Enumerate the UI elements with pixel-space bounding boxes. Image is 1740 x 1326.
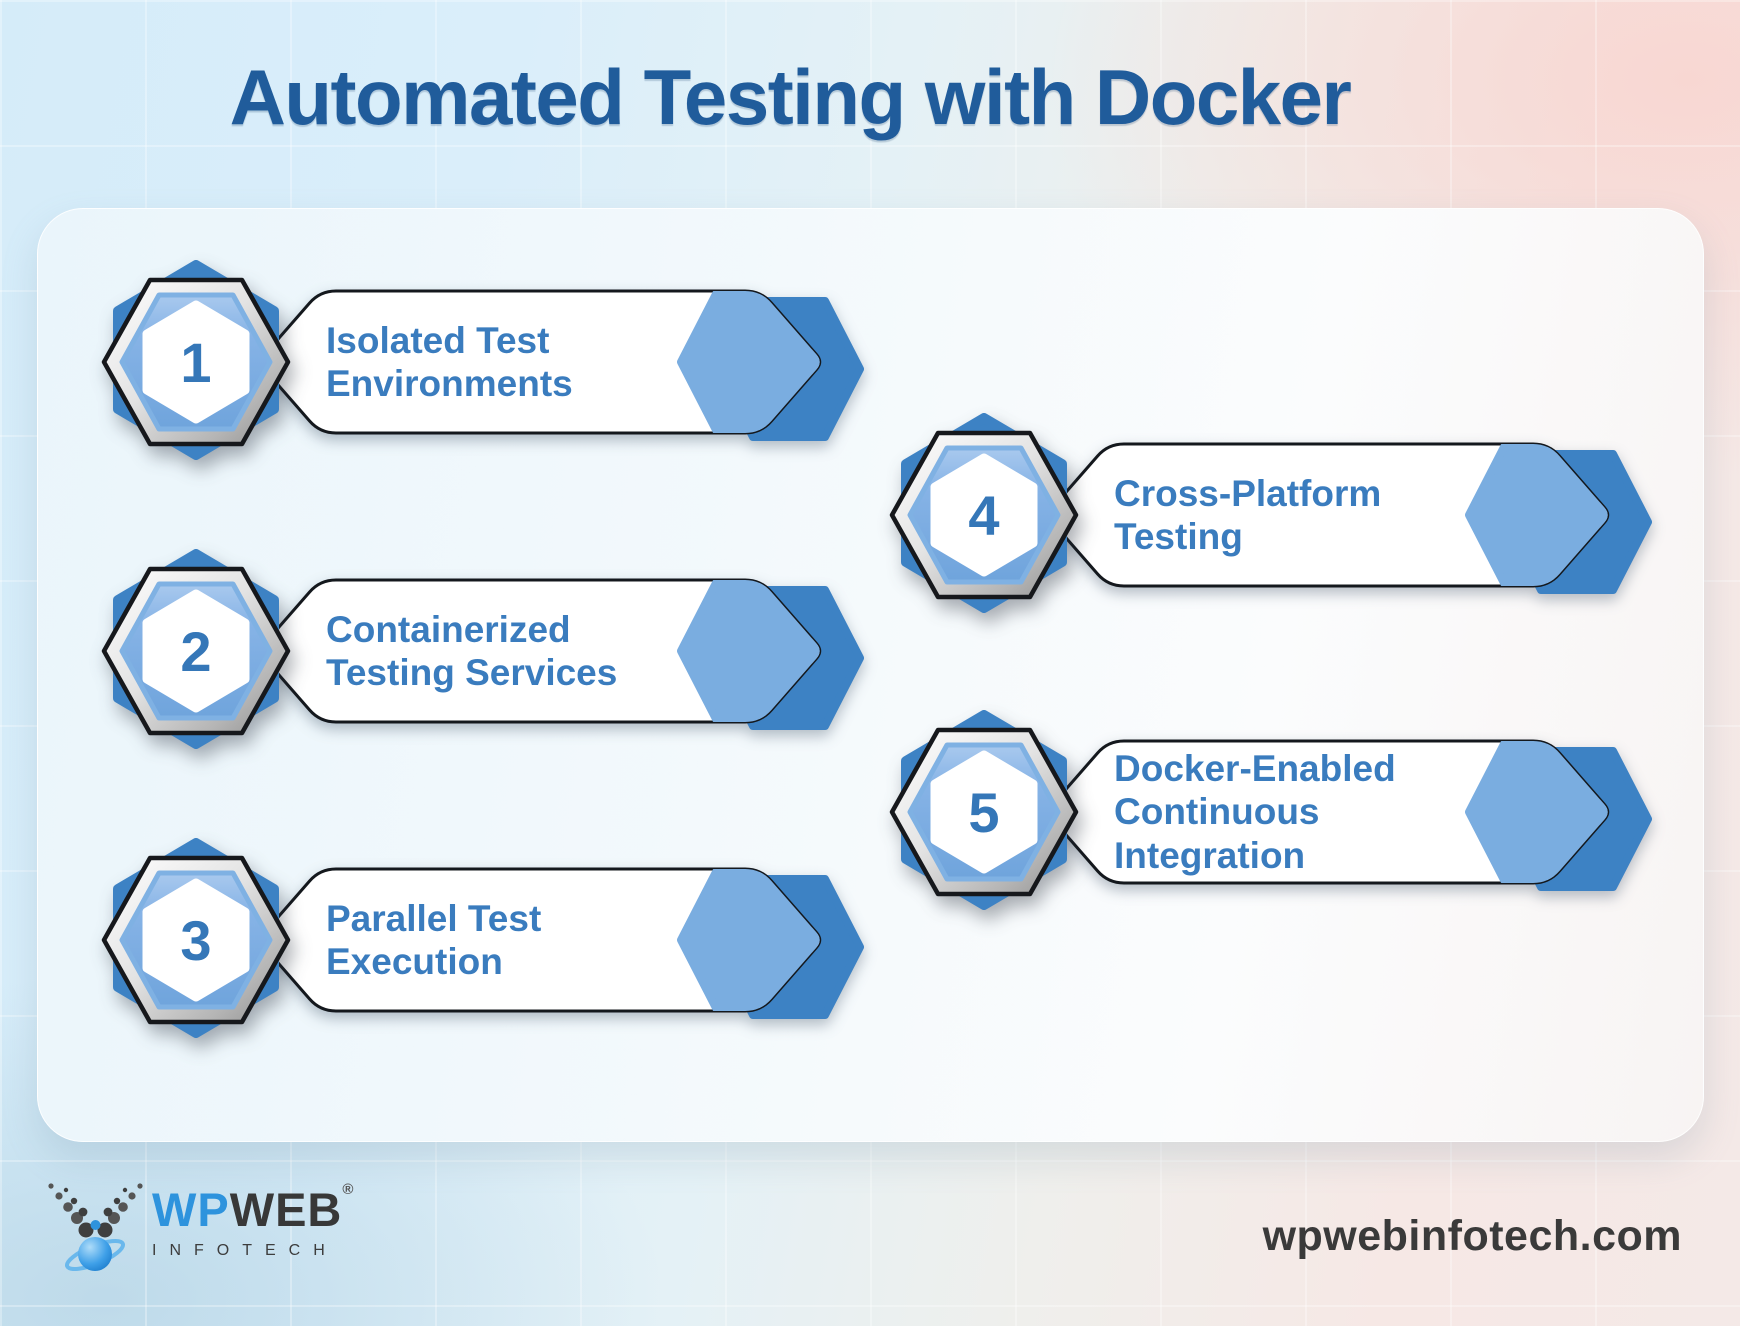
step-2-label: Containerized Testing Services <box>326 608 618 693</box>
step-3-label: Parallel Test Execution <box>326 897 542 982</box>
step-4-label: Cross-Platform Testing <box>1114 472 1382 557</box>
step-1-label: Isolated Test Environments <box>326 319 573 404</box>
step-item-3: Parallel Test Execution 3 <box>96 835 876 1047</box>
wpweb-logo-icon <box>48 1183 143 1271</box>
step-5-number: 5 <box>968 780 1000 844</box>
step-item-5: Docker-Enabled Continuous Integration 5 <box>884 707 1664 919</box>
registered-mark: ® <box>342 1181 355 1198</box>
step-2-number: 2 <box>180 619 212 683</box>
step-item-4: Cross-Platform Testing 4 <box>884 410 1664 622</box>
wpweb-infotech-logo: WPWEB® INFOTECH <box>40 1178 370 1298</box>
brand-wp: WP <box>152 1183 230 1236</box>
website-url: wpwebinfotech.com <box>1262 1212 1682 1260</box>
brand-subtitle: INFOTECH <box>152 1242 338 1259</box>
brand-name: WPWEB® <box>152 1182 354 1236</box>
step-1-number: 1 <box>180 330 212 394</box>
step-item-1: Isolated Test Environments 1 <box>96 257 876 469</box>
step-item-2: Containerized Testing Services 2 <box>96 546 876 758</box>
step-3-number: 3 <box>180 908 212 972</box>
step-4-number: 4 <box>968 483 1000 547</box>
step-5-label: Docker-Enabled Continuous Integration <box>1114 748 1396 876</box>
wpweb-logo-text: WPWEB® INFOTECH <box>152 1182 354 1260</box>
brand-web: WEB <box>229 1183 343 1236</box>
page-title: Automated Testing with Docker <box>229 53 1352 141</box>
